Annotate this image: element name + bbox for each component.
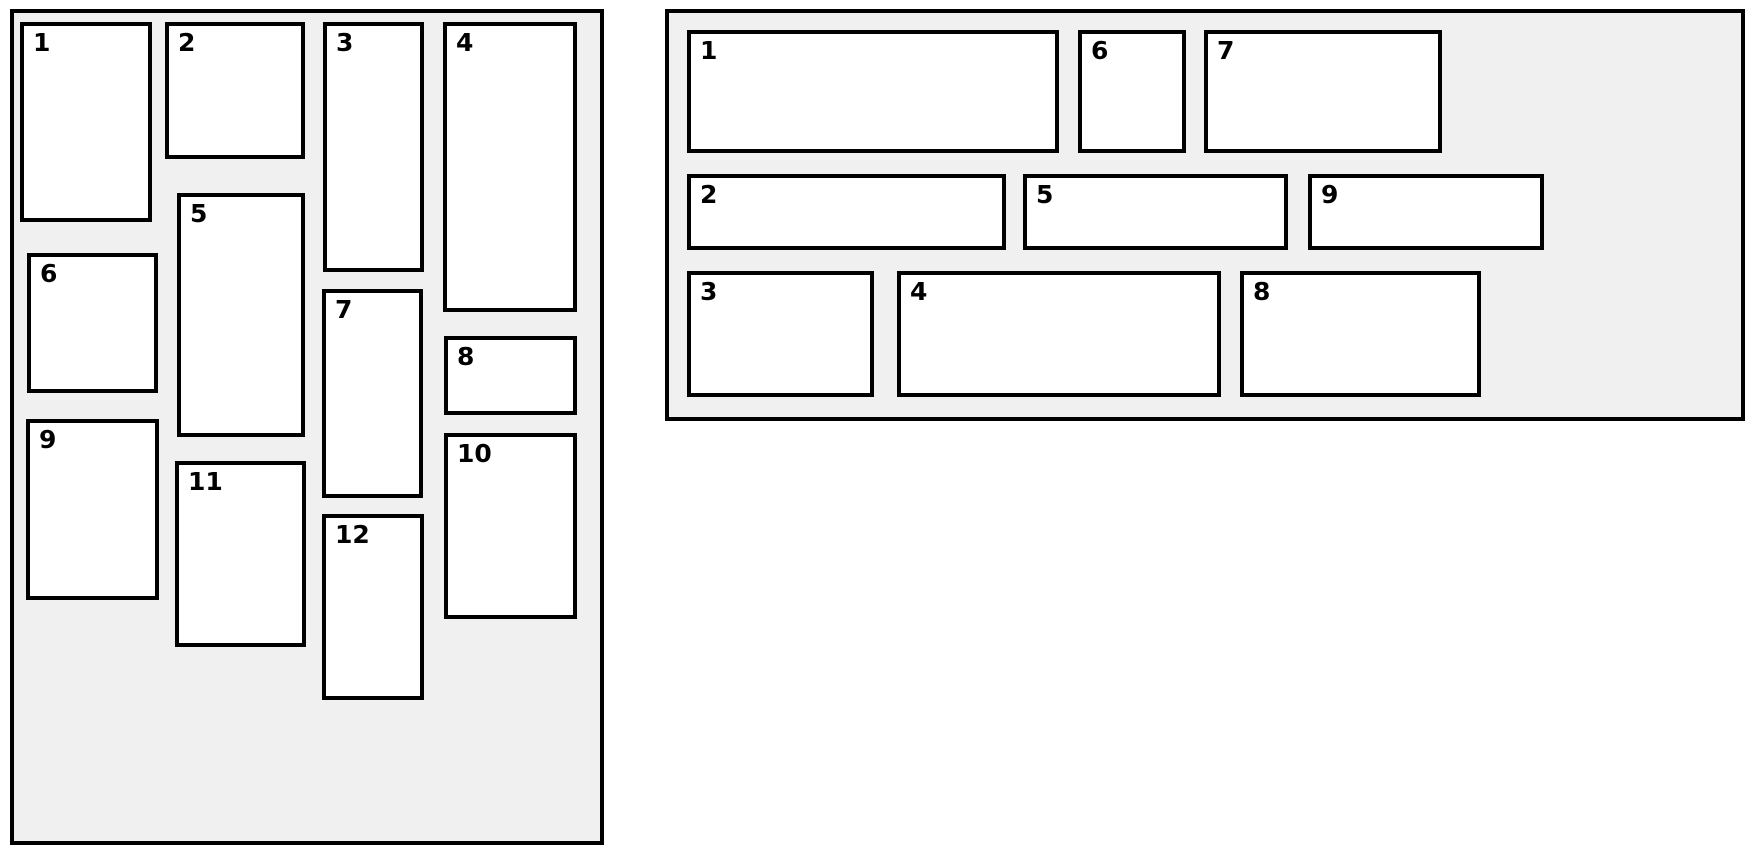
packed-box[interactable]: 12	[322, 514, 424, 700]
box-label: 5	[1036, 180, 1054, 209]
packed-box[interactable]: 10	[444, 433, 577, 619]
box-label: 7	[1217, 36, 1235, 65]
box-label: 8	[457, 342, 475, 371]
packed-box[interactable]: 1	[687, 30, 1059, 153]
packed-box[interactable]: 9	[26, 419, 159, 600]
box-label: 3	[700, 277, 718, 306]
packed-box[interactable]: 7	[1204, 30, 1442, 153]
box-label: 6	[40, 259, 58, 288]
packed-box[interactable]: 5	[177, 193, 305, 437]
box-label: 12	[335, 520, 370, 549]
packed-box[interactable]: 5	[1023, 174, 1288, 250]
packed-box[interactable]: 2	[165, 22, 305, 159]
box-label: 3	[336, 28, 354, 57]
box-label: 6	[1091, 36, 1109, 65]
packed-box[interactable]: 3	[687, 271, 874, 397]
box-label: 2	[178, 28, 196, 57]
box-label: 8	[1253, 277, 1271, 306]
box-label: 10	[457, 439, 492, 468]
packed-box[interactable]: 11	[175, 461, 306, 647]
packed-box[interactable]: 4	[443, 22, 577, 312]
packed-box[interactable]: 7	[322, 289, 423, 498]
box-label: 5	[190, 199, 208, 228]
packed-box[interactable]: 3	[323, 22, 424, 272]
box-label: 1	[700, 36, 718, 65]
box-label: 2	[700, 180, 718, 209]
packed-box[interactable]: 2	[687, 174, 1006, 250]
packed-box[interactable]: 8	[1240, 271, 1481, 397]
box-label: 9	[39, 425, 57, 454]
packed-box[interactable]: 8	[444, 336, 577, 415]
box-label: 4	[910, 277, 928, 306]
box-label: 11	[188, 467, 223, 496]
packed-box[interactable]: 4	[897, 271, 1221, 397]
packed-box[interactable]: 6	[1078, 30, 1186, 153]
packed-box[interactable]: 1	[20, 22, 152, 222]
packed-box[interactable]: 9	[1308, 174, 1544, 250]
packed-box[interactable]: 6	[27, 253, 158, 393]
box-label: 7	[335, 295, 353, 324]
box-label: 4	[456, 28, 474, 57]
box-label: 1	[33, 28, 51, 57]
box-label: 9	[1321, 180, 1339, 209]
